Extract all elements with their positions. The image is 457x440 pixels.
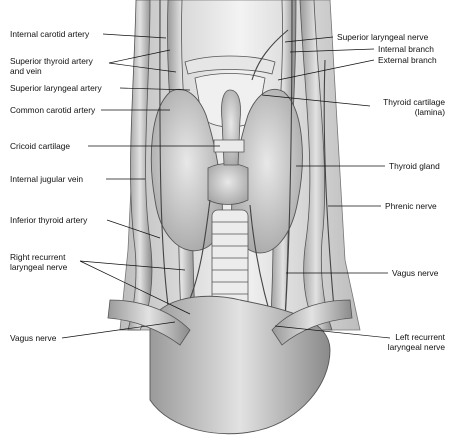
label-superior-thyroid-artery-vein: Superior thyroid artery and vein — [10, 56, 93, 76]
phrenic-nerve — [323, 59, 336, 321]
label-phrenic-nerve: Phrenic nerve — [385, 201, 437, 211]
left-vagus-nerve — [284, 0, 293, 321]
label-vagus-nerve-left: Vagus nerve — [10, 333, 57, 343]
label-internal-jugular-vein: Internal jugular vein — [10, 174, 84, 184]
leader-superior-laryngeal-artery — [119, 87, 191, 91]
leader-superior-thyroid-1 — [108, 49, 171, 64]
label-external-branch: External branch — [378, 55, 437, 65]
leader-right-recurrent-2 — [79, 260, 191, 315]
leader-vagus-left — [61, 321, 176, 339]
leader-right-recurrent-1 — [79, 260, 186, 271]
leader-superior-laryngeal-nerve — [284, 36, 334, 43]
cricoid-cartilage — [213, 139, 245, 153]
label-thyroid-cartilage: Thyroid cartilage (lamina) — [383, 97, 445, 117]
label-internal-carotid-artery: Internal carotid artery — [10, 29, 90, 39]
subclavian-left — [271, 299, 353, 346]
label-common-carotid-artery: Common carotid artery — [10, 105, 96, 115]
leader-external-branch — [277, 59, 375, 81]
superior-laryngeal-nerve — [251, 29, 289, 81]
label-internal-branch: Internal branch — [378, 44, 434, 54]
leader-superior-thyroid-2 — [108, 62, 177, 73]
label-thyroid-gland: Thyroid gland — [389, 161, 440, 171]
leader-lines — [61, 33, 391, 339]
subclavian-right — [107, 299, 191, 346]
left-internal-jugular-vein — [299, 0, 333, 331]
right-internal-jugular-vein — [127, 0, 153, 331]
thyroid-isthmus — [207, 163, 249, 205]
label-superior-laryngeal-nerve: Superior laryngeal nerve — [337, 32, 429, 42]
leader-left-recurrent — [274, 325, 391, 339]
label-superior-laryngeal-artery: Superior laryngeal artery — [10, 83, 102, 93]
leader-thyroid-cartilage — [261, 94, 371, 107]
pyramidal-lobe — [221, 89, 241, 166]
label-right-recurrent-laryngeal-nerve: Right recurrent laryngeal nerve — [10, 252, 68, 272]
label-vagus-nerve-right: Vagus nerve — [392, 268, 439, 278]
label-inferior-thyroid-artery: Inferior thyroid artery — [10, 215, 88, 225]
leader-internal-branch — [289, 48, 375, 53]
label-cricoid-cartilage: Cricoid cartilage — [10, 141, 71, 151]
leader-inferior-thyroid — [106, 219, 161, 239]
label-left-recurrent-laryngeal-nerve: Left recurrent laryngeal nerve — [387, 332, 445, 352]
hyoid-bone — [184, 55, 276, 75]
leader-internal-carotid — [102, 33, 167, 39]
right-vagus-nerve — [159, 0, 171, 321]
